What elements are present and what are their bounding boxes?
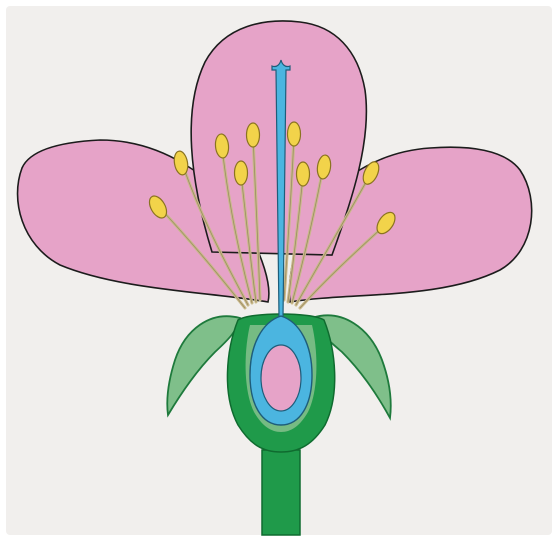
anther [235,161,248,185]
anther [297,162,310,186]
ovary-chamber [261,345,301,411]
anther [247,123,260,147]
anther [288,122,301,146]
stem [262,450,300,535]
